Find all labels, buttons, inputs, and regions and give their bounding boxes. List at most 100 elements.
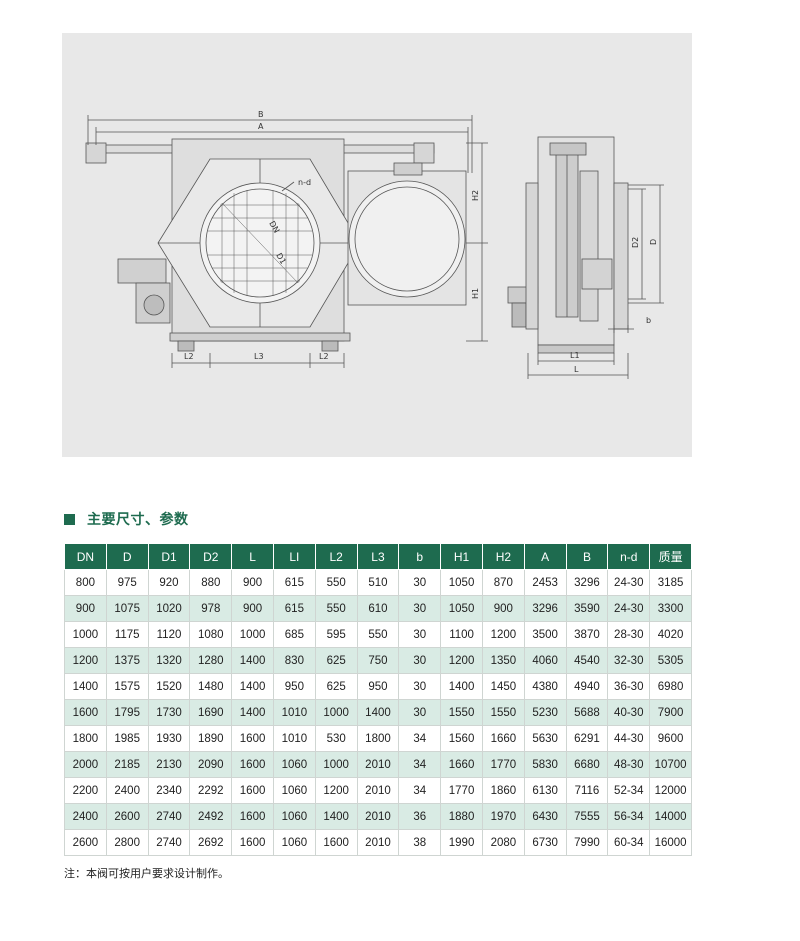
dimension-l2-l3 [171,353,345,368]
table-cell: 1400 [231,673,274,700]
table-cell: 1890 [189,725,233,752]
table-cell: 550 [314,595,358,622]
table-cell: 615 [272,569,316,596]
column-header: L2 [314,543,358,570]
table-cell: 800 [64,569,107,596]
table-cell: 1990 [440,829,483,856]
table-cell: 2600 [105,803,149,830]
dimension-d [628,184,664,304]
table-cell: 4060 [523,647,567,674]
column-header: LI [272,543,316,570]
table-cell: 3185 [649,569,692,596]
table-cell: 1930 [147,725,191,752]
table-cell: 2010 [356,777,400,804]
open-disc [348,180,466,298]
table-cell: 1600 [64,699,107,726]
table-cell: 1970 [481,803,525,830]
table-cell: 7555 [565,803,609,830]
table-cell: 6730 [523,829,567,856]
label-a: A [258,122,264,131]
table-cell: 48-30 [607,751,651,778]
heading-square-icon [64,513,75,525]
table-cell: 1800 [356,725,400,752]
table-cell: 830 [272,647,316,674]
label-h1: H1 [471,288,480,299]
table-cell: 1075 [105,595,149,622]
label-l2-right: L2 [319,352,329,361]
table-cell: 1795 [105,699,149,726]
table-cell: 7116 [565,777,609,804]
table-cell: 610 [356,595,400,622]
column-header: B [565,543,609,570]
label-l3: L3 [254,352,264,361]
table-cell: 2010 [356,803,400,830]
table-cell: 1400 [440,673,483,700]
table-cell: 1200 [64,647,107,674]
table-cell: 900 [481,595,525,622]
label-n-d: n-d [298,178,311,187]
table-cell: 1560 [440,725,483,752]
table-cell: 9600 [649,725,692,752]
table-cell: 36-30 [607,673,651,700]
table-cell: 1730 [147,699,191,726]
table-cell: 1060 [272,751,316,778]
table-cell: 2800 [105,829,149,856]
table-cell: 2292 [189,777,233,804]
column-header: DN [64,543,107,570]
table-cell: 1350 [481,647,525,674]
table-cell: 1400 [314,803,358,830]
table-cell: 1000 [64,621,107,648]
table-cell: 1400 [231,699,274,726]
column-header: D1 [147,543,191,570]
table-cell: 3296 [565,569,609,596]
table-cell: 1060 [272,803,316,830]
table-cell: 2200 [64,777,107,804]
table-cell: 6980 [649,673,692,700]
table-cell: 32-30 [607,647,651,674]
table-cell: 1175 [105,621,149,648]
table-cell: 530 [314,725,358,752]
table-cell: 1060 [272,829,316,856]
table-cell: 975 [105,569,149,596]
table-cell: 1200 [440,647,483,674]
label-d2: D2 [631,237,640,248]
table-cell: 2130 [147,751,191,778]
table-cell: 1600 [314,829,358,856]
table-cell: 1280 [189,647,233,674]
table-cell: 1060 [272,777,316,804]
table-cell: 60-34 [607,829,651,856]
table-cell: 1770 [481,751,525,778]
table-cell: 1480 [189,673,233,700]
table-cell: 2000 [64,751,107,778]
table-cell: 2400 [105,777,149,804]
table-cell: 7900 [649,699,692,726]
table-cell: 1550 [440,699,483,726]
table-cell: 595 [314,621,358,648]
table-cell: 5305 [649,647,692,674]
column-header: H2 [481,543,525,570]
table-cell: 6291 [565,725,609,752]
dimension-a [95,127,469,173]
table-cell: 1860 [481,777,525,804]
table-cell: 5830 [523,751,567,778]
table-cell: 2740 [147,829,191,856]
table-cell: 1575 [105,673,149,700]
table-cell: 5688 [565,699,609,726]
table-cell: 2453 [523,569,567,596]
dimension-b-side [608,325,634,333]
table-cell: 30 [398,569,442,596]
table-cell: 52-34 [607,777,651,804]
table-cell: 16000 [649,829,692,856]
table-cell: 4940 [565,673,609,700]
table-cell: 1880 [440,803,483,830]
table-cell: 900 [231,569,274,596]
beam-end-bracket [85,142,107,164]
table-cell: 870 [481,569,525,596]
table-cell: 1450 [481,673,525,700]
